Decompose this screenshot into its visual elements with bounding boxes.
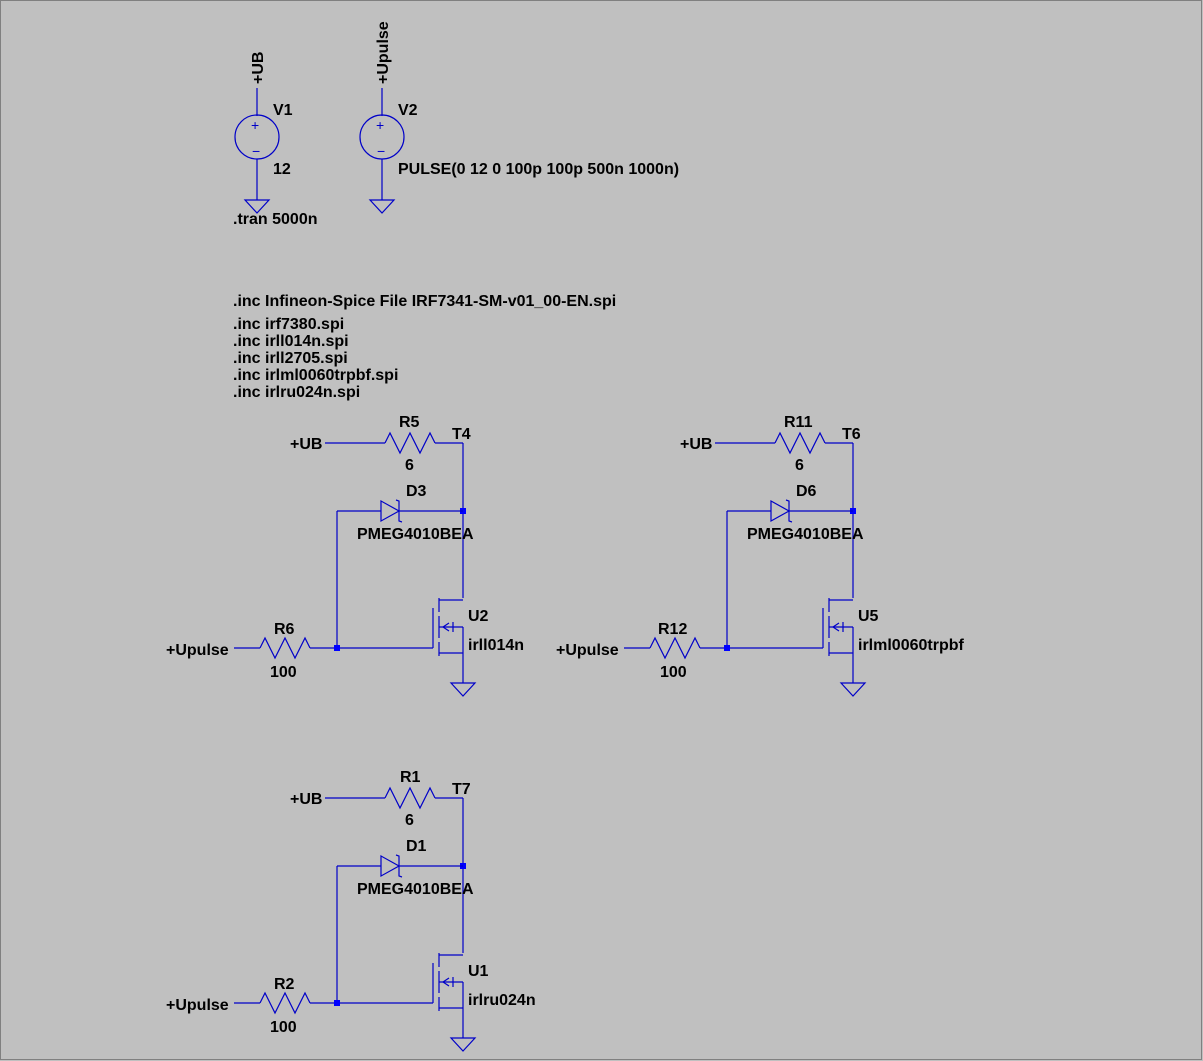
voltage-source-v2[interactable]: +Upulse + − V2 PULSE(0 12 0 100p 100p 50…: [359, 21, 679, 214]
mosfet-ref: U1: [468, 963, 489, 980]
node-label: T7: [452, 781, 471, 798]
diode-icon[interactable]: [380, 854, 401, 878]
include-directive[interactable]: .inc irll014n.spi: [233, 333, 349, 350]
voltage-source-v1[interactable]: +UB + − V1 12: [234, 52, 293, 214]
ground-icon: [368, 199, 396, 214]
include-directive[interactable]: .inc irlml0060trpbf.spi: [233, 367, 398, 384]
gate-resistor[interactable]: [259, 636, 311, 660]
ground-icon: [243, 199, 271, 214]
drain-resistor[interactable]: [774, 431, 826, 455]
ground-icon: [449, 682, 477, 697]
resistor-ref: R5: [399, 414, 420, 431]
junction-dot: [334, 645, 340, 651]
node-label: T4: [452, 426, 471, 443]
diode-ref: D3: [406, 483, 427, 500]
mosfet-model: irll014n: [468, 637, 524, 654]
source-ref-v1: V1: [273, 102, 293, 119]
nmos-transistor-icon[interactable]: [432, 953, 463, 1011]
diode-model: PMEG4010BEA: [357, 881, 474, 898]
mosfet-model: irlml0060trpbf: [858, 637, 964, 654]
junction-dot: [334, 1000, 340, 1006]
diode-icon[interactable]: [770, 499, 791, 523]
resistor-ref: R12: [658, 621, 687, 638]
input-net-label: +Upulse: [166, 642, 229, 659]
resistor-ref: R2: [274, 976, 295, 993]
supply-net-label: +UB: [680, 436, 712, 453]
drain-resistor[interactable]: [384, 431, 436, 455]
switch-stage-1[interactable]: +UB R5 6 T4 D3 PMEG4010BEA +Upulse R6 10…: [166, 414, 524, 697]
net-label-ub-rotated: +UB: [250, 52, 267, 84]
include-directive[interactable]: .inc irf7380.spi: [233, 316, 344, 333]
include-directive[interactable]: .inc irll2705.spi: [233, 350, 348, 367]
include-directive[interactable]: .inc Infineon-Spice File IRF7341-SM-v01_…: [233, 293, 616, 310]
input-net-label: +Upulse: [166, 997, 229, 1014]
junction-dot: [724, 645, 730, 651]
ground-icon: [449, 1037, 477, 1052]
mosfet-ref: U2: [468, 608, 489, 625]
resistor-value: 100: [270, 664, 297, 681]
resistor-ref: R6: [274, 621, 295, 638]
diode-ref: D1: [406, 838, 427, 855]
diode-model: PMEG4010BEA: [747, 526, 864, 543]
gate-resistor[interactable]: [259, 991, 311, 1015]
resistor-value: 6: [405, 457, 414, 474]
input-net-label: +Upulse: [556, 642, 619, 659]
switch-stage-2[interactable]: +UB R11 6 T6 D6 PMEG4010BEA +Upulse R12 …: [556, 414, 964, 697]
resistor-ref: R1: [400, 769, 421, 786]
source-ref-v2: V2: [398, 102, 418, 119]
mosfet-ref: U5: [858, 608, 879, 625]
resistor-value: 6: [405, 812, 414, 829]
source-value-v1: 12: [273, 161, 291, 178]
drain-resistor[interactable]: [384, 786, 436, 810]
net-label-upulse-rotated: +Upulse: [375, 21, 392, 84]
source-minus-v1: −: [252, 143, 260, 159]
nmos-transistor-icon[interactable]: [822, 598, 853, 656]
source-plus-v1: +: [251, 117, 259, 133]
source-plus-v2: +: [376, 117, 384, 133]
resistor-ref: R11: [784, 414, 813, 431]
tran-directive[interactable]: .tran 5000n: [233, 211, 317, 228]
source-minus-v2: −: [377, 143, 385, 159]
mosfet-model: irlru024n: [468, 992, 536, 1009]
resistor-value: 6: [795, 457, 804, 474]
nmos-transistor-icon[interactable]: [432, 598, 463, 656]
include-directive[interactable]: .inc irlru024n.spi: [233, 384, 360, 401]
diode-ref: D6: [796, 483, 817, 500]
source-value-v2: PULSE(0 12 0 100p 100p 500n 1000n): [398, 161, 679, 178]
supply-net-label: +UB: [290, 436, 322, 453]
diode-model: PMEG4010BEA: [357, 526, 474, 543]
gate-resistor[interactable]: [649, 636, 701, 660]
node-label: T6: [842, 426, 861, 443]
resistor-value: 100: [660, 664, 687, 681]
resistor-value: 100: [270, 1019, 297, 1036]
diode-icon[interactable]: [380, 499, 401, 523]
switch-stage-3[interactable]: +UB R1 6 T7 D1 PMEG4010BEA +Upulse R2 10…: [166, 769, 536, 1052]
supply-net-label: +UB: [290, 791, 322, 808]
ground-icon: [839, 682, 867, 697]
